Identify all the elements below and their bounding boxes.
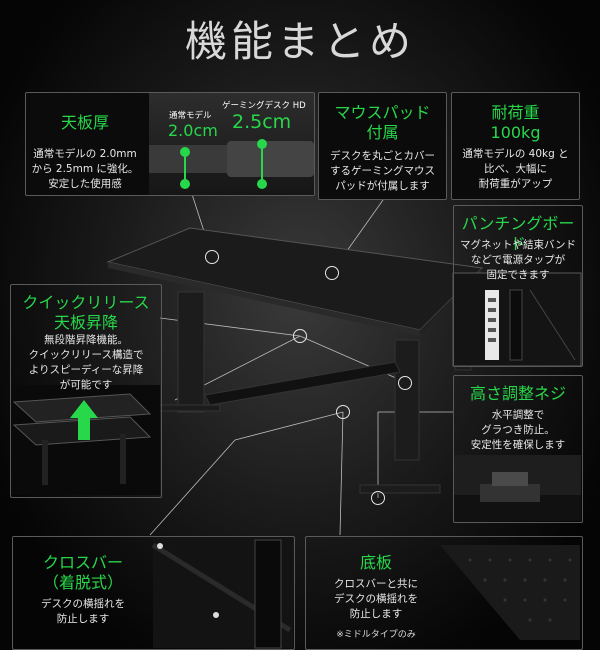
adjuster-body: 水平調整で グラつき防止。 安定性を確保します (454, 408, 582, 453)
callout-circle (371, 491, 385, 505)
adjuster-heading: 高さ調整ネジ (469, 384, 566, 403)
quickrelease-body-line: が可能です (59, 379, 113, 391)
bottomboard-body-line: 防止します (349, 608, 403, 620)
bottomboard-note: ※ミドルタイプのみ (336, 630, 416, 640)
bottomboard-heading: 底板 (359, 553, 392, 572)
callout-circle (205, 250, 219, 264)
quickrelease-body-line: よりスピーディーな昇降 (28, 364, 144, 376)
quickrelease-card: クイックリリース 天板昇降 無段階昇降機能。 クイックリリース構造で よりスピー… (10, 284, 162, 498)
crossbar-card: クロスバー （着脱式） デスクの横揺れを 防止します (12, 536, 295, 650)
quickrelease-heading-line: クイックリリース (22, 293, 150, 312)
bottomboard-card: 底板 クロスバーと共に デスクの横揺れを 防止します ※ミドルタイプのみ (305, 536, 583, 650)
bottomboard-body-line: クロスバーと共に (334, 578, 418, 590)
adjuster-body-line: 安定性を確保します (470, 439, 566, 451)
quickrelease-heading: クイックリリース 天板昇降 (11, 293, 161, 333)
mousepad-heading-line: 付属 (366, 123, 399, 142)
thickness-body-line: 安定した使用感 (48, 178, 122, 190)
load-card: 耐荷重 100kg 通常モデルの 40kg と 比べ、大幅に 耐荷重がアップ (451, 92, 580, 200)
punching-card: パンチングボード マグネットや結束バンド などで電源タップが 固定できます (453, 205, 583, 367)
compare-left-label: 通常モデル (169, 111, 212, 121)
load-heading-line: 100kg (490, 123, 541, 142)
load-heading: 耐荷重 100kg (452, 103, 579, 143)
load-body: 通常モデルの 40kg と 比べ、大幅に 耐荷重がアップ (452, 147, 579, 192)
punching-heading: パンチングボード (461, 214, 575, 253)
callout-circle (336, 405, 350, 419)
mousepad-body-line: するゲーミングマウス (330, 165, 435, 177)
load-body-line: 比べ、大幅に (484, 163, 547, 175)
punching-body-line: などで電源タップが (470, 254, 566, 266)
bottomboard-body: クロスバーと共に デスクの横揺れを 防止します (306, 577, 446, 622)
crossbar-body-line: 防止します (56, 613, 110, 625)
quickrelease-heading-line: 天板昇降 (53, 313, 118, 332)
load-body-line: 通常モデルの 40kg と (462, 148, 569, 160)
compare-right-label: ゲーミングデスク HD (222, 101, 306, 111)
crossbar-body-line: デスクの横揺れを (41, 598, 125, 610)
mousepad-heading-line: マウスパッド (334, 103, 431, 122)
bottomboard-illustration (440, 545, 580, 640)
callout-circle (398, 376, 412, 390)
punching-board-illustration (452, 272, 582, 367)
crossbar-body: デスクの横揺れを 防止します (13, 597, 153, 627)
adjuster-body-line: 水平調整で (491, 409, 545, 421)
crossbar-illustration (151, 536, 293, 649)
thickness-photo (149, 93, 314, 195)
mousepad-heading: マウスパッド 付属 (319, 103, 446, 143)
adjuster-body-line: グラつき防止。 (481, 424, 555, 436)
crossbar-heading: クロスバー （着脱式） (13, 553, 153, 593)
load-heading-line: 耐荷重 (491, 103, 540, 122)
mousepad-body: デスクを丸ごとカバー するゲーミングマウス パッドが付属します (319, 149, 446, 194)
crossbar-heading-line: （着脱式） (42, 573, 123, 592)
crossbar-heading-line: クロスバー (42, 553, 123, 572)
adjuster-card: 高さ調整ネジ 水平調整で グラつき防止。 安定性を確保します (453, 375, 583, 523)
quickrelease-illustration (10, 385, 160, 495)
thickness-heading: 天板厚 (60, 113, 109, 132)
thickness-body-line: から 2.5mm に強化。 (31, 163, 139, 175)
quickrelease-body-line: クイックリリース構造で (28, 349, 144, 361)
callout-circle (325, 266, 339, 280)
thickness-body-line: 通常モデルの 2.0mm (33, 148, 137, 160)
bottomboard-body-line: デスクの横揺れを (334, 593, 418, 605)
compare-left-value: 2.0cm (168, 121, 218, 140)
punching-body: マグネットや結束バンド などで電源タップが 固定できます (454, 238, 582, 283)
load-body-line: 耐荷重がアップ (478, 178, 553, 190)
quickrelease-body-line: 無段階昇降機能。 (44, 334, 128, 346)
punching-body-line: 固定できます (486, 269, 550, 281)
compare-right-value: 2.5cm (232, 111, 292, 133)
mousepad-body-line: パッドが付属します (335, 180, 430, 192)
thickness-body: 通常モデルの 2.0mm から 2.5mm に強化。 安定した使用感 (26, 147, 144, 192)
mousepad-body-line: デスクを丸ごとカバー (330, 150, 435, 162)
page-title: 機能まとめ (184, 17, 415, 66)
mousepad-card: マウスパッド 付属 デスクを丸ごとカバー するゲーミングマウス パッドが付属しま… (318, 92, 447, 200)
adjuster-illustration (453, 455, 581, 521)
desk-top (106, 227, 484, 336)
punching-body-line: マグネットや結束バンド (459, 239, 577, 251)
callout-circle (293, 329, 307, 343)
thickness-card: 天板厚 通常モデルの 2.0mm から 2.5mm に強化。 安定した使用感 通… (25, 92, 315, 196)
quickrelease-body: 無段階昇降機能。 クイックリリース構造で よりスピーディーな昇降 が可能です (11, 333, 161, 393)
